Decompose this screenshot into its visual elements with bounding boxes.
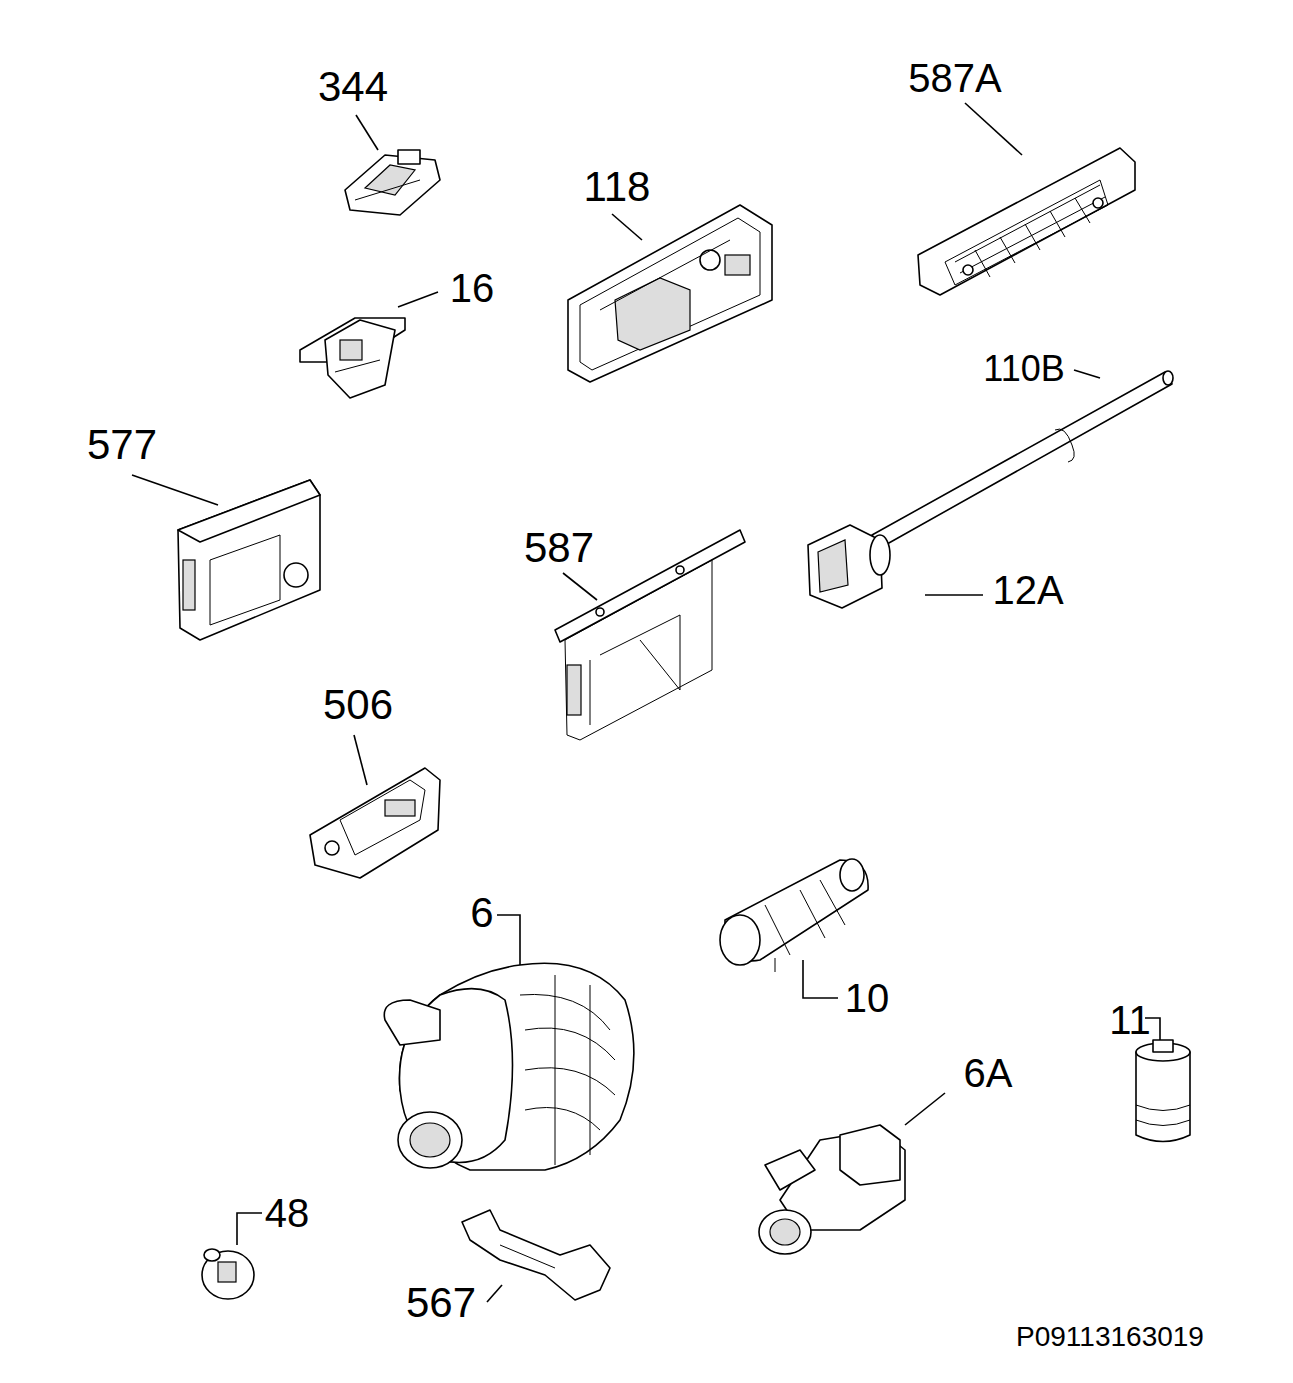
circulation-pump	[384, 963, 634, 1170]
callout-number: 11	[1109, 1000, 1151, 1040]
callout-number: 344	[318, 66, 388, 108]
callout-number: 110B	[983, 351, 1064, 387]
display-board	[918, 148, 1135, 295]
heater	[720, 859, 868, 972]
callout-number: 506	[323, 684, 393, 726]
board-housing	[178, 480, 320, 640]
switch-part	[345, 150, 440, 215]
callout-number: 587	[524, 527, 594, 569]
callout-number: 16	[450, 268, 495, 308]
control-board	[568, 205, 772, 382]
capacitor	[1136, 1040, 1190, 1142]
leader-lines	[132, 103, 1160, 1302]
callout-number: 48	[265, 1193, 310, 1233]
callout-number: 577	[87, 424, 157, 466]
door-lock	[300, 318, 405, 398]
drawing-code: P09113163019	[1016, 1323, 1204, 1351]
pump-bracket	[462, 1210, 610, 1300]
callout-number: 10	[845, 978, 890, 1018]
callout-number: 567	[406, 1282, 476, 1324]
callout-number: 6A	[964, 1053, 1013, 1093]
callout-number: 6	[470, 892, 493, 934]
knob	[202, 1249, 254, 1299]
callout-number: 118	[584, 166, 651, 208]
pressure-sensor	[808, 371, 1173, 608]
drain-pump	[759, 1125, 905, 1254]
callout-number: 12A	[992, 570, 1063, 610]
dispenser	[310, 768, 440, 878]
callout-number: 587A	[908, 58, 1001, 98]
